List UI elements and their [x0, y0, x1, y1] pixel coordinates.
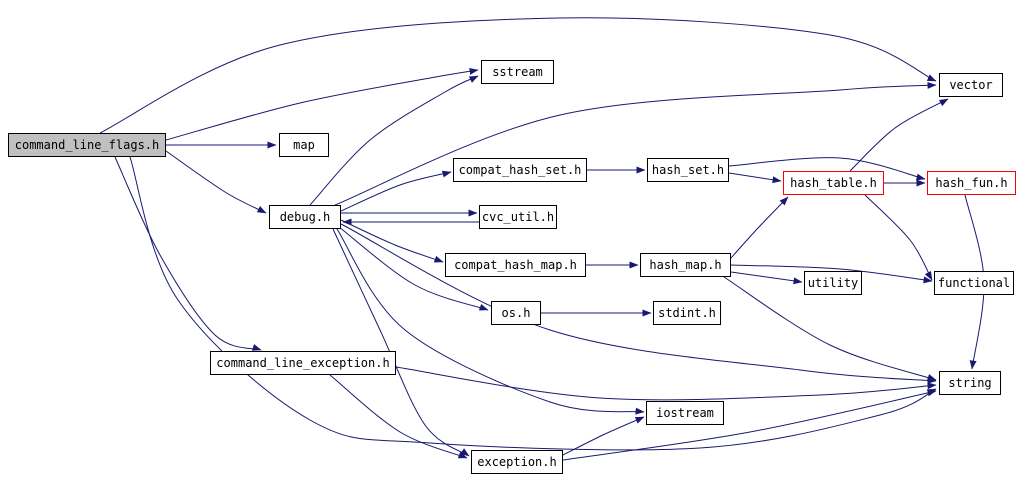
- edge-hash-table-to-vector: [849, 98, 949, 172]
- edge-hash-map-to-utility: [730, 271, 803, 285]
- node-vector[interactable]: vector: [939, 73, 1003, 97]
- node-cvc-util[interactable]: cvc_util.h: [479, 205, 557, 229]
- edge-hash-map-to-string: [723, 276, 937, 381]
- edge-command-line-flags-to-string: [129, 156, 937, 451]
- edge-command-line-exception-to-exception: [329, 374, 468, 459]
- edge-command-line-exception-to-string: [395, 366, 937, 401]
- edge-debug-to-os: [338, 226, 489, 311]
- node-os[interactable]: os.h: [491, 301, 541, 325]
- edge-command-line-flags-to-command-line-exception: [114, 156, 262, 351]
- node-compat-hash-set[interactable]: compat_hash_set.h: [453, 158, 587, 182]
- node-debug[interactable]: debug.h: [269, 205, 341, 229]
- node-hash-map[interactable]: hash_map.h: [640, 253, 731, 277]
- node-stdint[interactable]: stdint.h: [653, 301, 721, 325]
- edge-hash-set-to-hash-table: [728, 172, 782, 184]
- edge-command-line-flags-to-sstream: [165, 67, 479, 141]
- node-map[interactable]: map: [279, 133, 329, 157]
- node-utility[interactable]: utility: [804, 271, 862, 295]
- node-command-line-exception[interactable]: command_line_exception.h: [210, 351, 396, 375]
- edge-debug-to-string: [340, 223, 937, 384]
- edge-debug-to-compat-hash-map: [340, 219, 444, 263]
- node-functional[interactable]: functional: [934, 271, 1014, 295]
- edge-command-line-flags-to-debug: [165, 150, 267, 214]
- edge-debug-to-vector: [334, 81, 937, 206]
- edge-hash-map-to-hash-table: [730, 196, 789, 259]
- node-string[interactable]: string: [939, 371, 1001, 395]
- node-exception[interactable]: exception.h: [471, 450, 563, 474]
- edge-debug-to-compat-hash-set: [340, 170, 452, 212]
- node-sstream[interactable]: sstream: [481, 60, 554, 84]
- edge-hash-set-to-hash-fun: [728, 157, 926, 181]
- edge-exception-to-string: [562, 389, 937, 461]
- node-hash-fun[interactable]: hash_fun.h: [927, 171, 1016, 195]
- node-compat-hash-map[interactable]: compat_hash_map.h: [445, 253, 586, 277]
- node-command-line-flags: command_line_flags.h: [8, 133, 166, 157]
- node-hash-table[interactable]: hash_table.h: [783, 171, 884, 195]
- edge-command-line-flags-to-vector: [99, 17, 937, 134]
- edge-exception-to-iostream: [562, 416, 645, 456]
- edge-debug-to-exception: [332, 228, 470, 457]
- edge-debug-to-sstream: [309, 75, 479, 206]
- node-iostream[interactable]: iostream: [646, 401, 724, 425]
- edge-hash-map-to-functional: [730, 264, 933, 284]
- node-hash-set[interactable]: hash_set.h: [647, 158, 729, 182]
- edge-debug-to-iostream: [336, 228, 645, 415]
- edge-hash-table-to-functional: [864, 194, 933, 281]
